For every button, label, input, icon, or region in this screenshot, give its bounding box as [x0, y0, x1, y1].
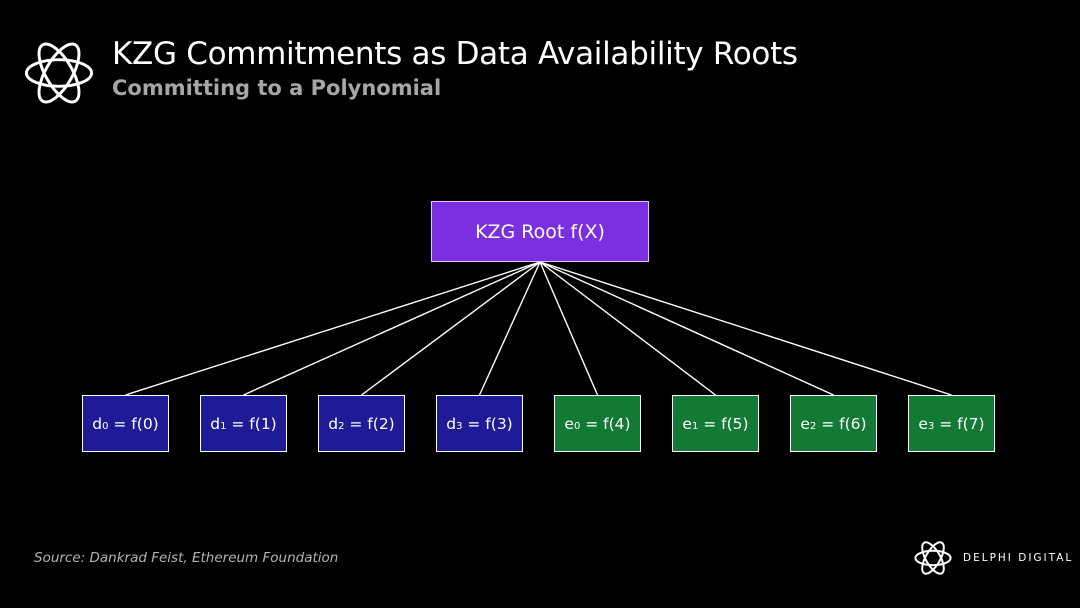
kzg-root-label: KZG Root f(X) — [475, 220, 605, 243]
leaf-expression: = f(5) — [698, 414, 749, 433]
edge-to-d2 — [361, 261, 541, 396]
leaf-variable: e — [918, 414, 928, 433]
leaf-expression: = f(3) — [462, 414, 513, 433]
leaf-expression: = f(2) — [344, 414, 395, 433]
delphi-logo-icon — [24, 42, 94, 104]
page-subtitle: Committing to a Polynomial — [112, 76, 442, 100]
leaf-subscript: 3 — [456, 421, 463, 432]
leaf-expression: = f(1) — [226, 414, 277, 433]
page-title: KZG Commitments as Data Availability Roo… — [112, 36, 798, 72]
leaf-variable: e — [800, 414, 810, 433]
source-citation: Source: Dankrad Feist, Ethereum Foundati… — [34, 550, 339, 566]
leaf-expression: = f(4) — [580, 414, 631, 433]
edge-to-e3 — [539, 261, 952, 396]
edge-to-d3 — [478, 261, 541, 396]
edge-to-e1 — [539, 261, 716, 396]
leaf-expression: = f(6) — [816, 414, 867, 433]
leaf-variable: e — [682, 414, 692, 433]
delphi-knot-icon — [914, 541, 952, 575]
leaf-expression: = f(7) — [934, 414, 985, 433]
brand: DELPHI DIGITAL — [913, 538, 1073, 578]
leaf-variable: e — [564, 414, 574, 433]
leaf-subscript: 2 — [809, 421, 817, 432]
leaf-subscript: 0 — [102, 421, 109, 432]
edge-to-e0 — [539, 261, 599, 396]
edge-to-d1 — [243, 261, 541, 396]
leaf-expression: = f(0) — [108, 414, 159, 433]
leaf-subscript: 1 — [220, 421, 227, 432]
leaf-variable: d — [92, 414, 103, 433]
leaf-variable: d — [210, 414, 221, 433]
leaf-variable: d — [328, 414, 339, 433]
leaf-variable: d — [446, 414, 457, 433]
leaf-subscript: 0 — [573, 421, 581, 432]
leaf-subscript: 1 — [691, 421, 699, 432]
leaf-subscript: 2 — [338, 421, 345, 432]
brand-name: DELPHI DIGITAL — [963, 552, 1074, 564]
edge-to-e2 — [539, 261, 834, 396]
kzg-root-node: KZG Root f(X) — [431, 201, 649, 262]
edge-to-d0 — [125, 261, 541, 396]
leaf-subscript: 3 — [927, 421, 935, 432]
